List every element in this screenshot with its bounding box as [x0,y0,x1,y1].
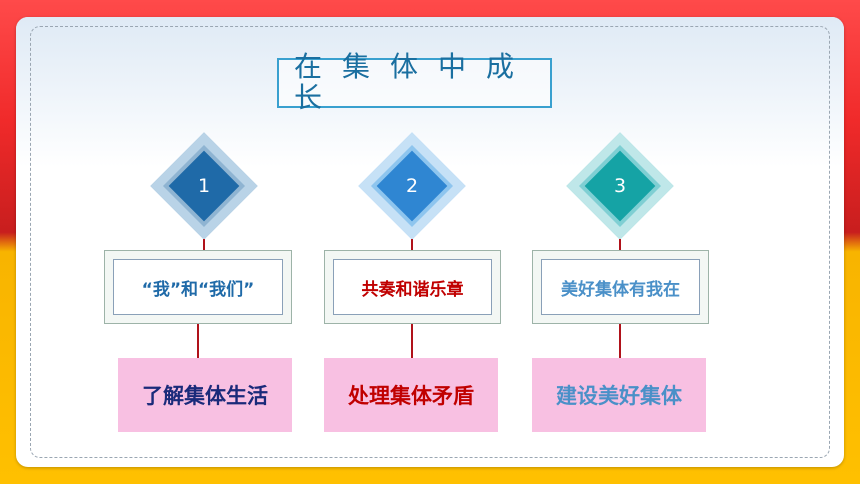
theme-box-1: 了解集体生活 [118,358,292,432]
connector-line [197,324,199,358]
connector-line [619,324,621,358]
diamond-badge-3: 3 [565,131,675,241]
dashed-border [30,26,830,458]
topic-box-1: “我”和“我们” [104,250,292,324]
theme-label: 处理集体矛盾 [348,384,474,408]
connector-line [411,239,413,251]
topic-label: “我”和“我们” [113,259,283,315]
title-box [277,58,552,108]
content-card: 在集体中成长 1 “我”和“我们” 了解集体生活 2 共奏和谐乐章 处理集体矛盾… [16,17,844,467]
diamond-badge-1: 1 [149,131,259,241]
diamond-badge-2: 2 [357,131,467,241]
item-number: 2 [405,175,419,197]
connector-line [203,239,205,251]
topic-label: 美好集体有我在 [541,259,700,315]
item-number: 3 [613,175,627,197]
theme-label: 建设美好集体 [556,384,682,408]
page-title: 在集体中成长 [294,50,535,114]
topic-box-2: 共奏和谐乐章 [324,250,501,324]
topic-box-3: 美好集体有我在 [532,250,709,324]
topic-label: 共奏和谐乐章 [333,259,492,315]
theme-box-3: 建设美好集体 [532,358,706,432]
item-number: 1 [197,175,211,197]
connector-line [411,324,413,358]
theme-box-2: 处理集体矛盾 [324,358,498,432]
connector-line [619,239,621,251]
theme-label: 了解集体生活 [142,384,268,408]
